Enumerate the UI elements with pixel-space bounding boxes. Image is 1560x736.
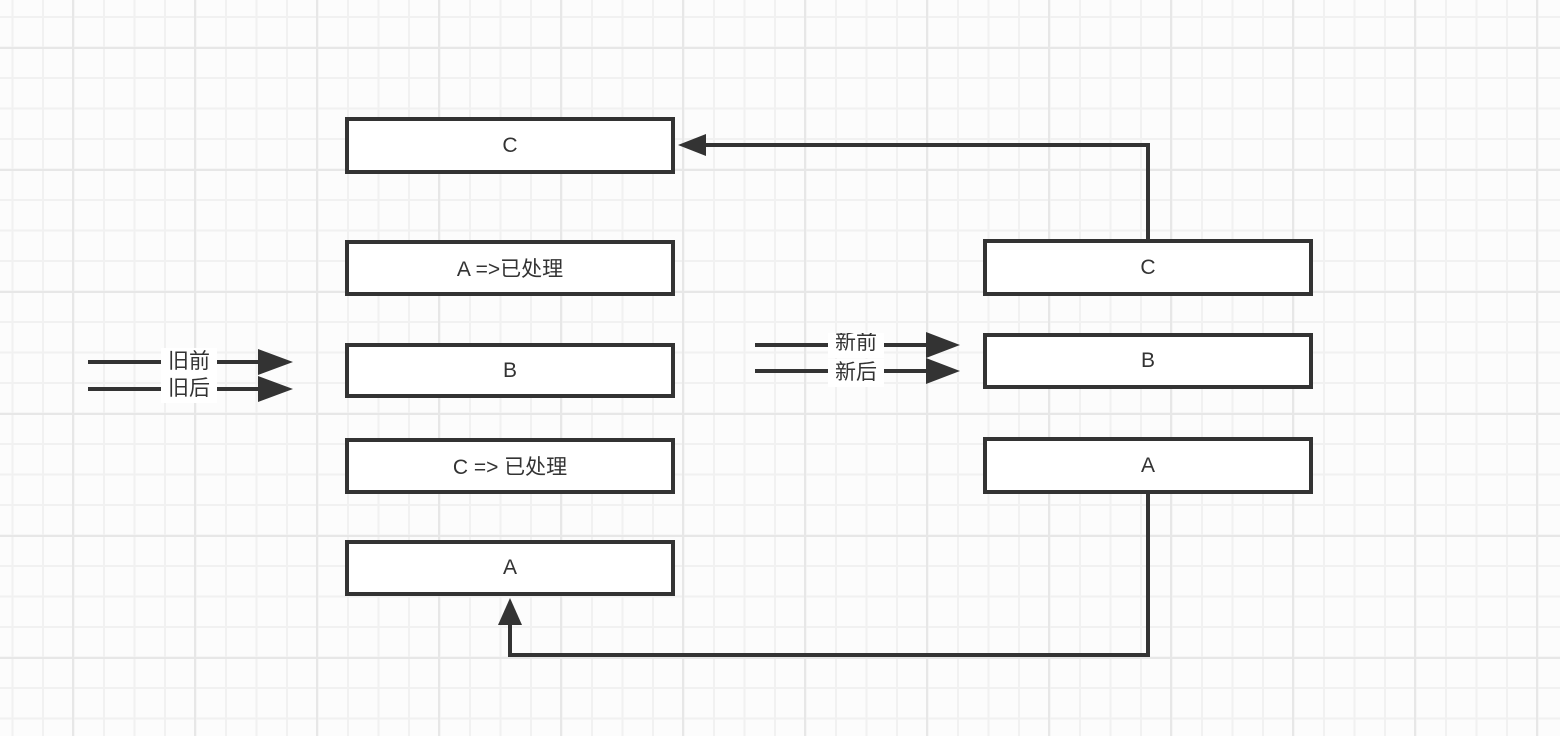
- new-back-label[interactable]: 新后: [828, 359, 884, 387]
- node-label: A: [1140, 453, 1155, 477]
- old-front-label[interactable]: 旧前: [161, 348, 217, 375]
- old-node-a-bottom[interactable]: A: [345, 540, 675, 596]
- new-front-label[interactable]: 新前: [828, 333, 884, 358]
- node-label: A =>已处理: [456, 258, 564, 281]
- old-back-label[interactable]: 旧后: [161, 375, 217, 403]
- node-label: B: [1140, 349, 1155, 372]
- connector-newC-to-oldC[interactable]: [678, 134, 1150, 239]
- new-node-b[interactable]: B: [983, 333, 1313, 389]
- new-node-a[interactable]: A: [983, 437, 1313, 494]
- old-node-a-processed[interactable]: A =>已处理: [345, 240, 675, 296]
- old-node-b[interactable]: B: [345, 343, 675, 398]
- node-label: C: [502, 133, 518, 157]
- old-node-c-top[interactable]: C: [345, 117, 675, 174]
- new-node-c[interactable]: C: [983, 239, 1313, 296]
- node-label: B: [502, 358, 517, 382]
- connector-newA-to-oldA[interactable]: [498, 494, 1150, 657]
- node-label: C => 已处理: [452, 456, 568, 479]
- node-label: A: [502, 556, 517, 579]
- old-back-label-text: 旧后: [168, 377, 210, 400]
- old-front-label-text: 旧前: [168, 350, 210, 373]
- node-label: C: [1140, 255, 1156, 279]
- old-node-c-processed[interactable]: C => 已处理: [345, 438, 675, 494]
- new-front-label-text: 新前: [835, 333, 877, 354]
- new-back-label-text: 新后: [835, 361, 877, 384]
